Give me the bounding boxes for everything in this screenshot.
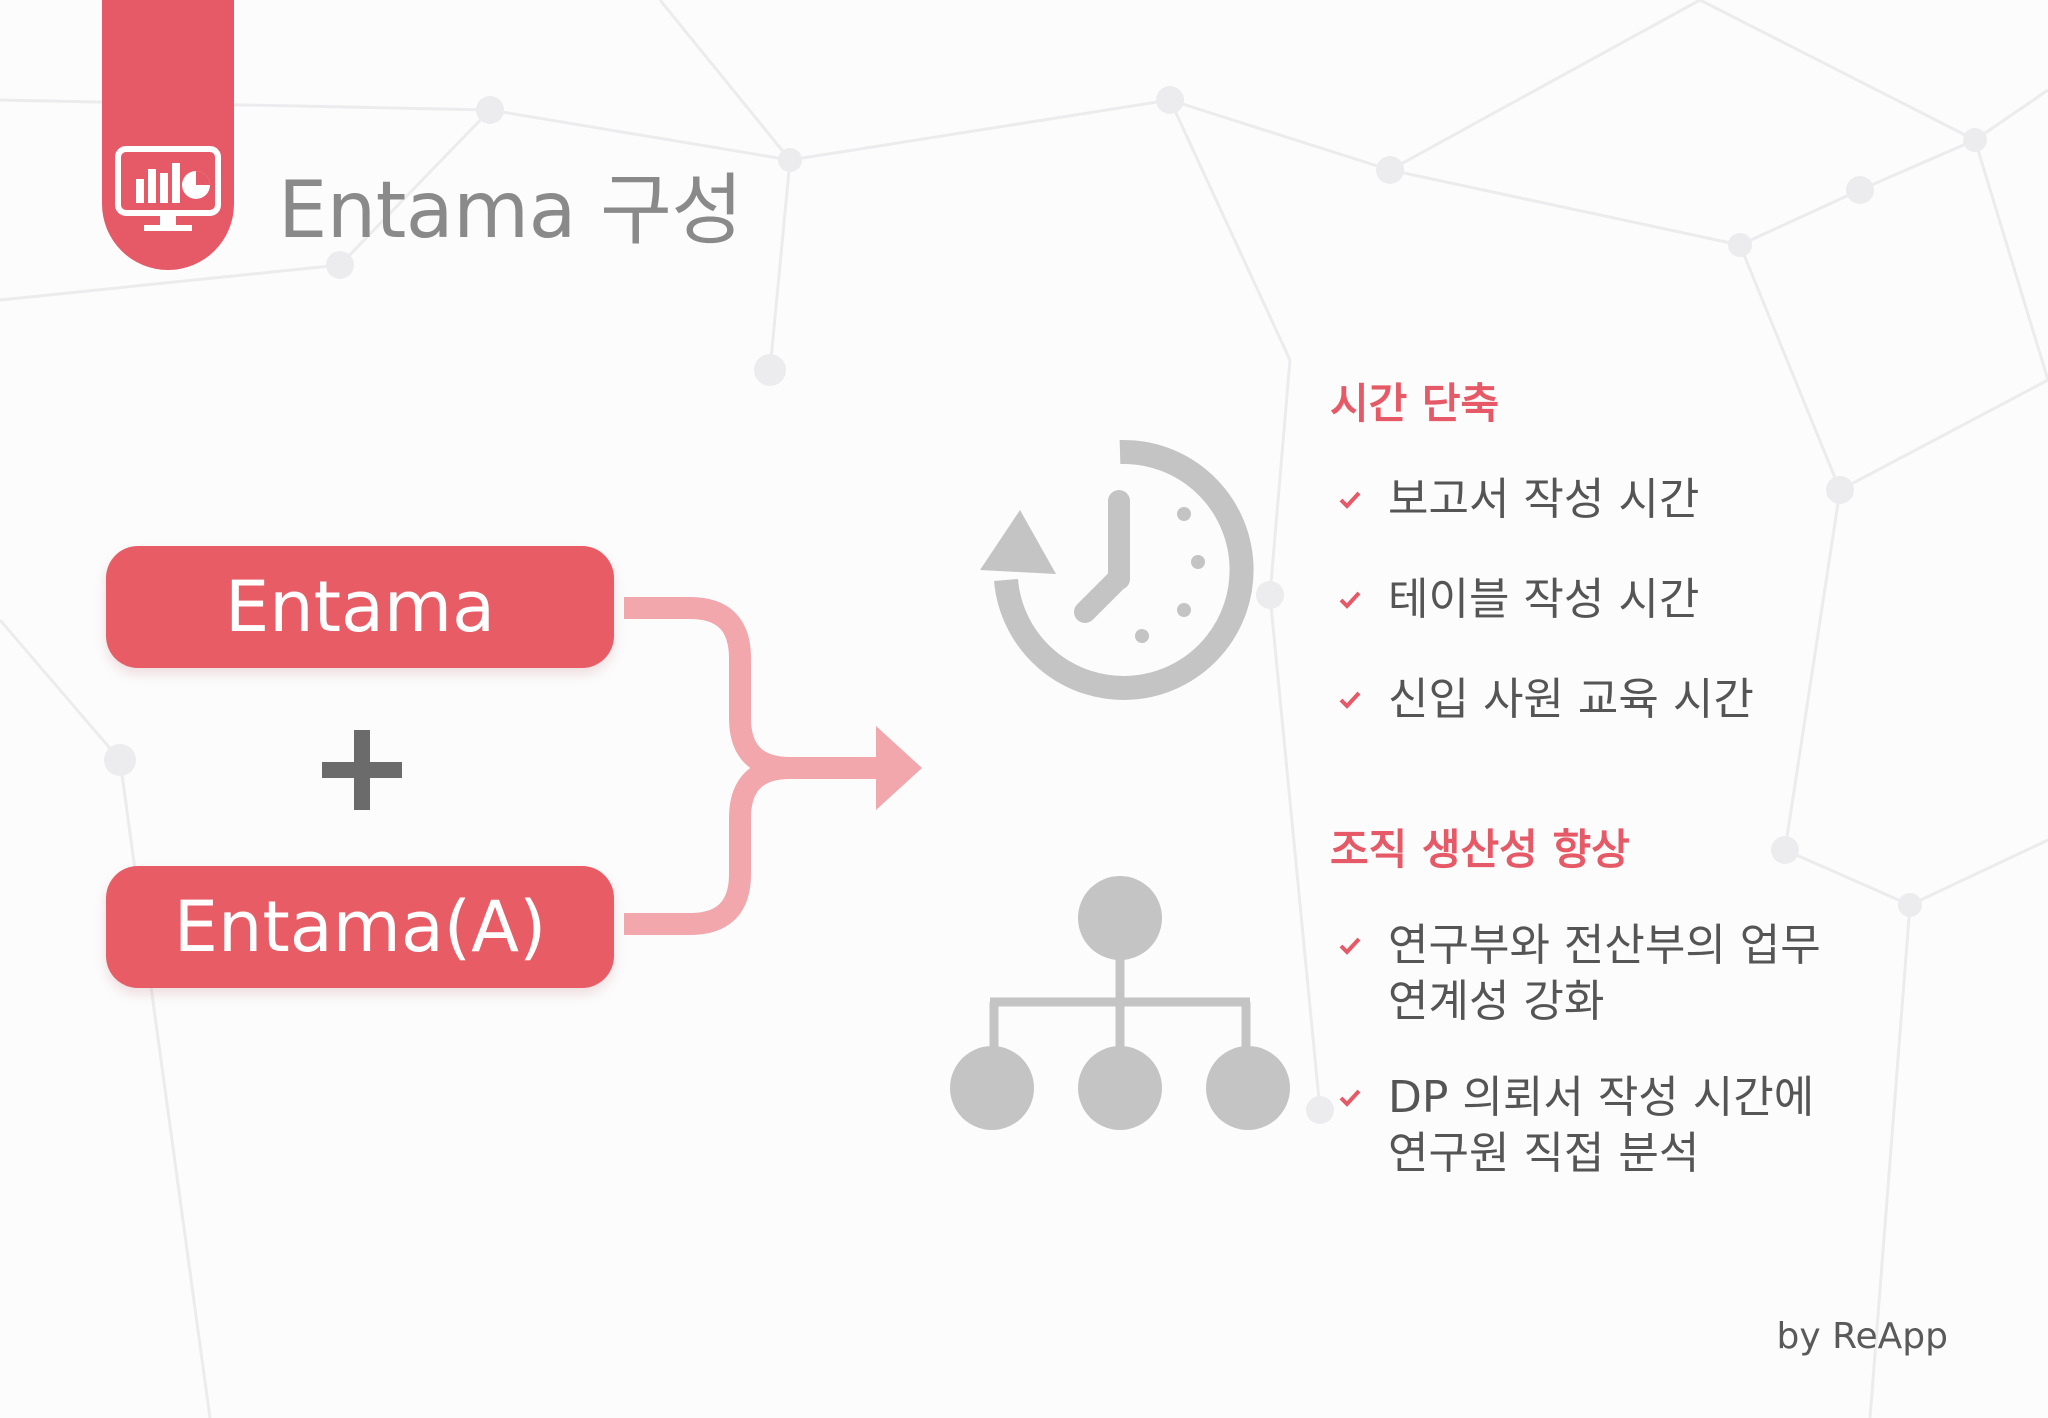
list-item-label: 테이블 작성 시간 <box>1388 574 1700 625</box>
heading-productivity: 조직 생산성 향상 <box>1330 825 1630 874</box>
list-item-label: 신입 사원 교육 시간 <box>1388 674 1754 725</box>
check-icon <box>1339 1089 1361 1107</box>
list-item-label-line1: DP 의뢰서 작성 시간에 <box>1388 1072 1815 1123</box>
component-entama: Entama <box>106 546 614 668</box>
org-chart-icon <box>950 876 1290 1130</box>
heading-time-saving: 시간 단축 <box>1330 379 1500 428</box>
clock-history-icon <box>980 439 1254 700</box>
list-item-label: 보고서 작성 시간 <box>1388 474 1700 525</box>
check-icon <box>1339 691 1361 709</box>
page-title: Entama 구성 <box>278 166 743 256</box>
header-badge <box>102 0 234 270</box>
component-entama-a: Entama(A) <box>106 866 614 988</box>
check-icon <box>1339 937 1361 955</box>
list-item-label-line2: 연계성 강화 <box>1388 976 1605 1027</box>
check-icon <box>1339 591 1361 609</box>
check-icon <box>1339 491 1361 509</box>
monitor-chart-icon <box>115 146 221 231</box>
list-item-label-line1: 연구부와 전산부의 업무 <box>1388 920 1821 971</box>
footer-credit: by ReApp <box>1776 1316 1948 1357</box>
plus-icon <box>322 730 402 810</box>
list-item-label-line2: 연구원 직접 분석 <box>1388 1128 1700 1179</box>
